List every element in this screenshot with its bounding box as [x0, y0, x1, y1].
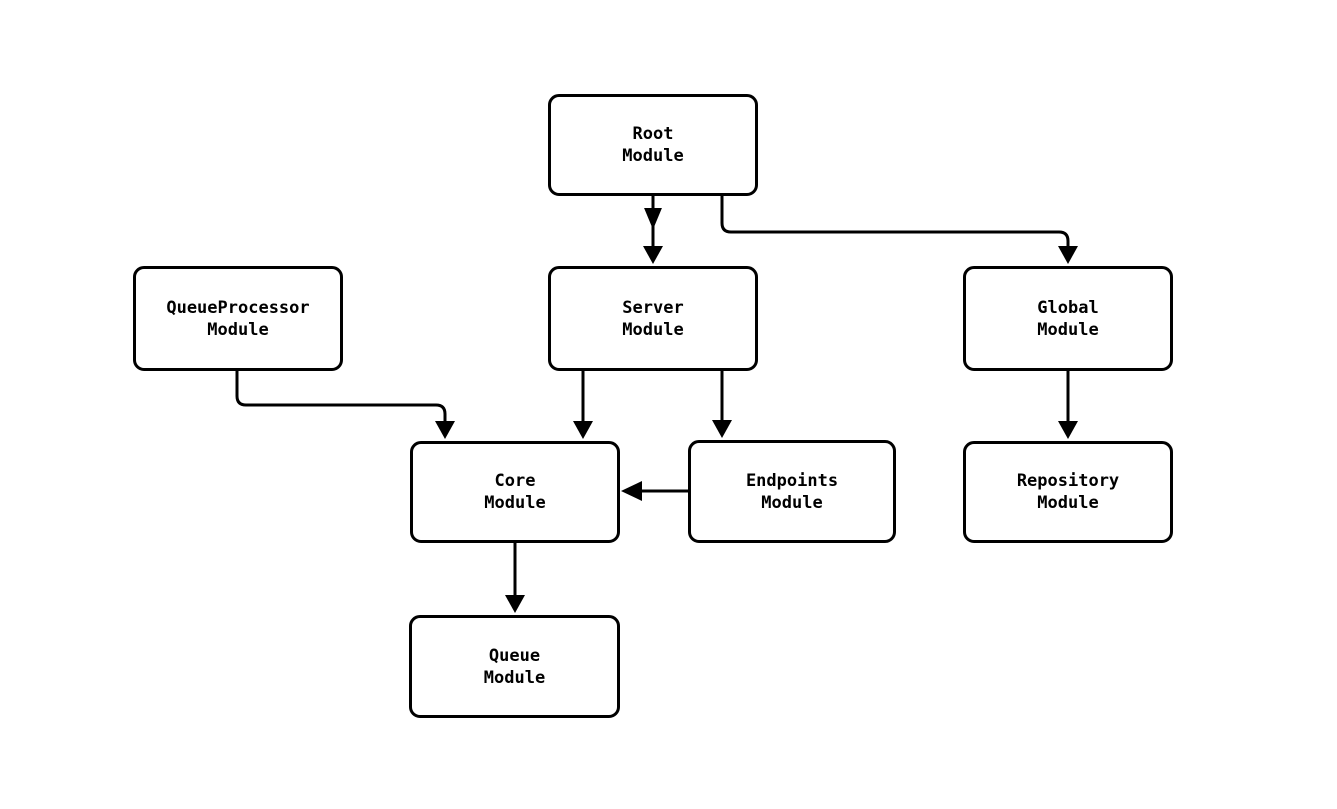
edge-queueprocessor-to-core-head — [435, 421, 455, 439]
node-root-module-label: Root Module — [622, 124, 684, 166]
edge-root-to-server-head — [643, 246, 663, 264]
edge-root-to-global-head — [1058, 246, 1078, 264]
edge-endpoints-to-core-head — [621, 481, 642, 501]
node-repository-module-label: Repository Module — [1016, 471, 1120, 513]
node-root-module[interactable]: Root Module — [548, 94, 758, 196]
node-queueprocessor-module-label: QueueProcessor Module — [166, 297, 310, 340]
edge-server-to-core-head — [573, 421, 593, 439]
edge-global-to-repository-head — [1058, 421, 1078, 439]
edge-queueprocessor-to-core — [235, 371, 447, 424]
node-core-module-label: Core Module — [484, 471, 546, 513]
node-core-module[interactable]: Core Module — [410, 441, 620, 543]
edge-core-to-queue-head — [505, 595, 525, 613]
node-global-module[interactable]: Global Module — [963, 266, 1173, 371]
node-server-module[interactable]: Server Module — [548, 266, 758, 371]
node-global-module-label: Global Module — [1037, 297, 1099, 340]
node-repository-module[interactable]: Repository Module — [963, 441, 1173, 543]
edge-root-to-global — [720, 196, 1070, 249]
node-endpoints-module[interactable]: Endpoints Module — [688, 440, 896, 543]
node-server-module-label: Server Module — [622, 297, 684, 340]
node-queueprocessor-module[interactable]: QueueProcessor Module — [133, 266, 343, 371]
node-queue-module-label: Queue Module — [483, 645, 546, 688]
node-queue-module[interactable]: Queue Module — [409, 615, 620, 718]
node-endpoints-module-label: Endpoints Module — [745, 470, 839, 513]
edge-server-to-endpoints-head — [712, 420, 732, 438]
